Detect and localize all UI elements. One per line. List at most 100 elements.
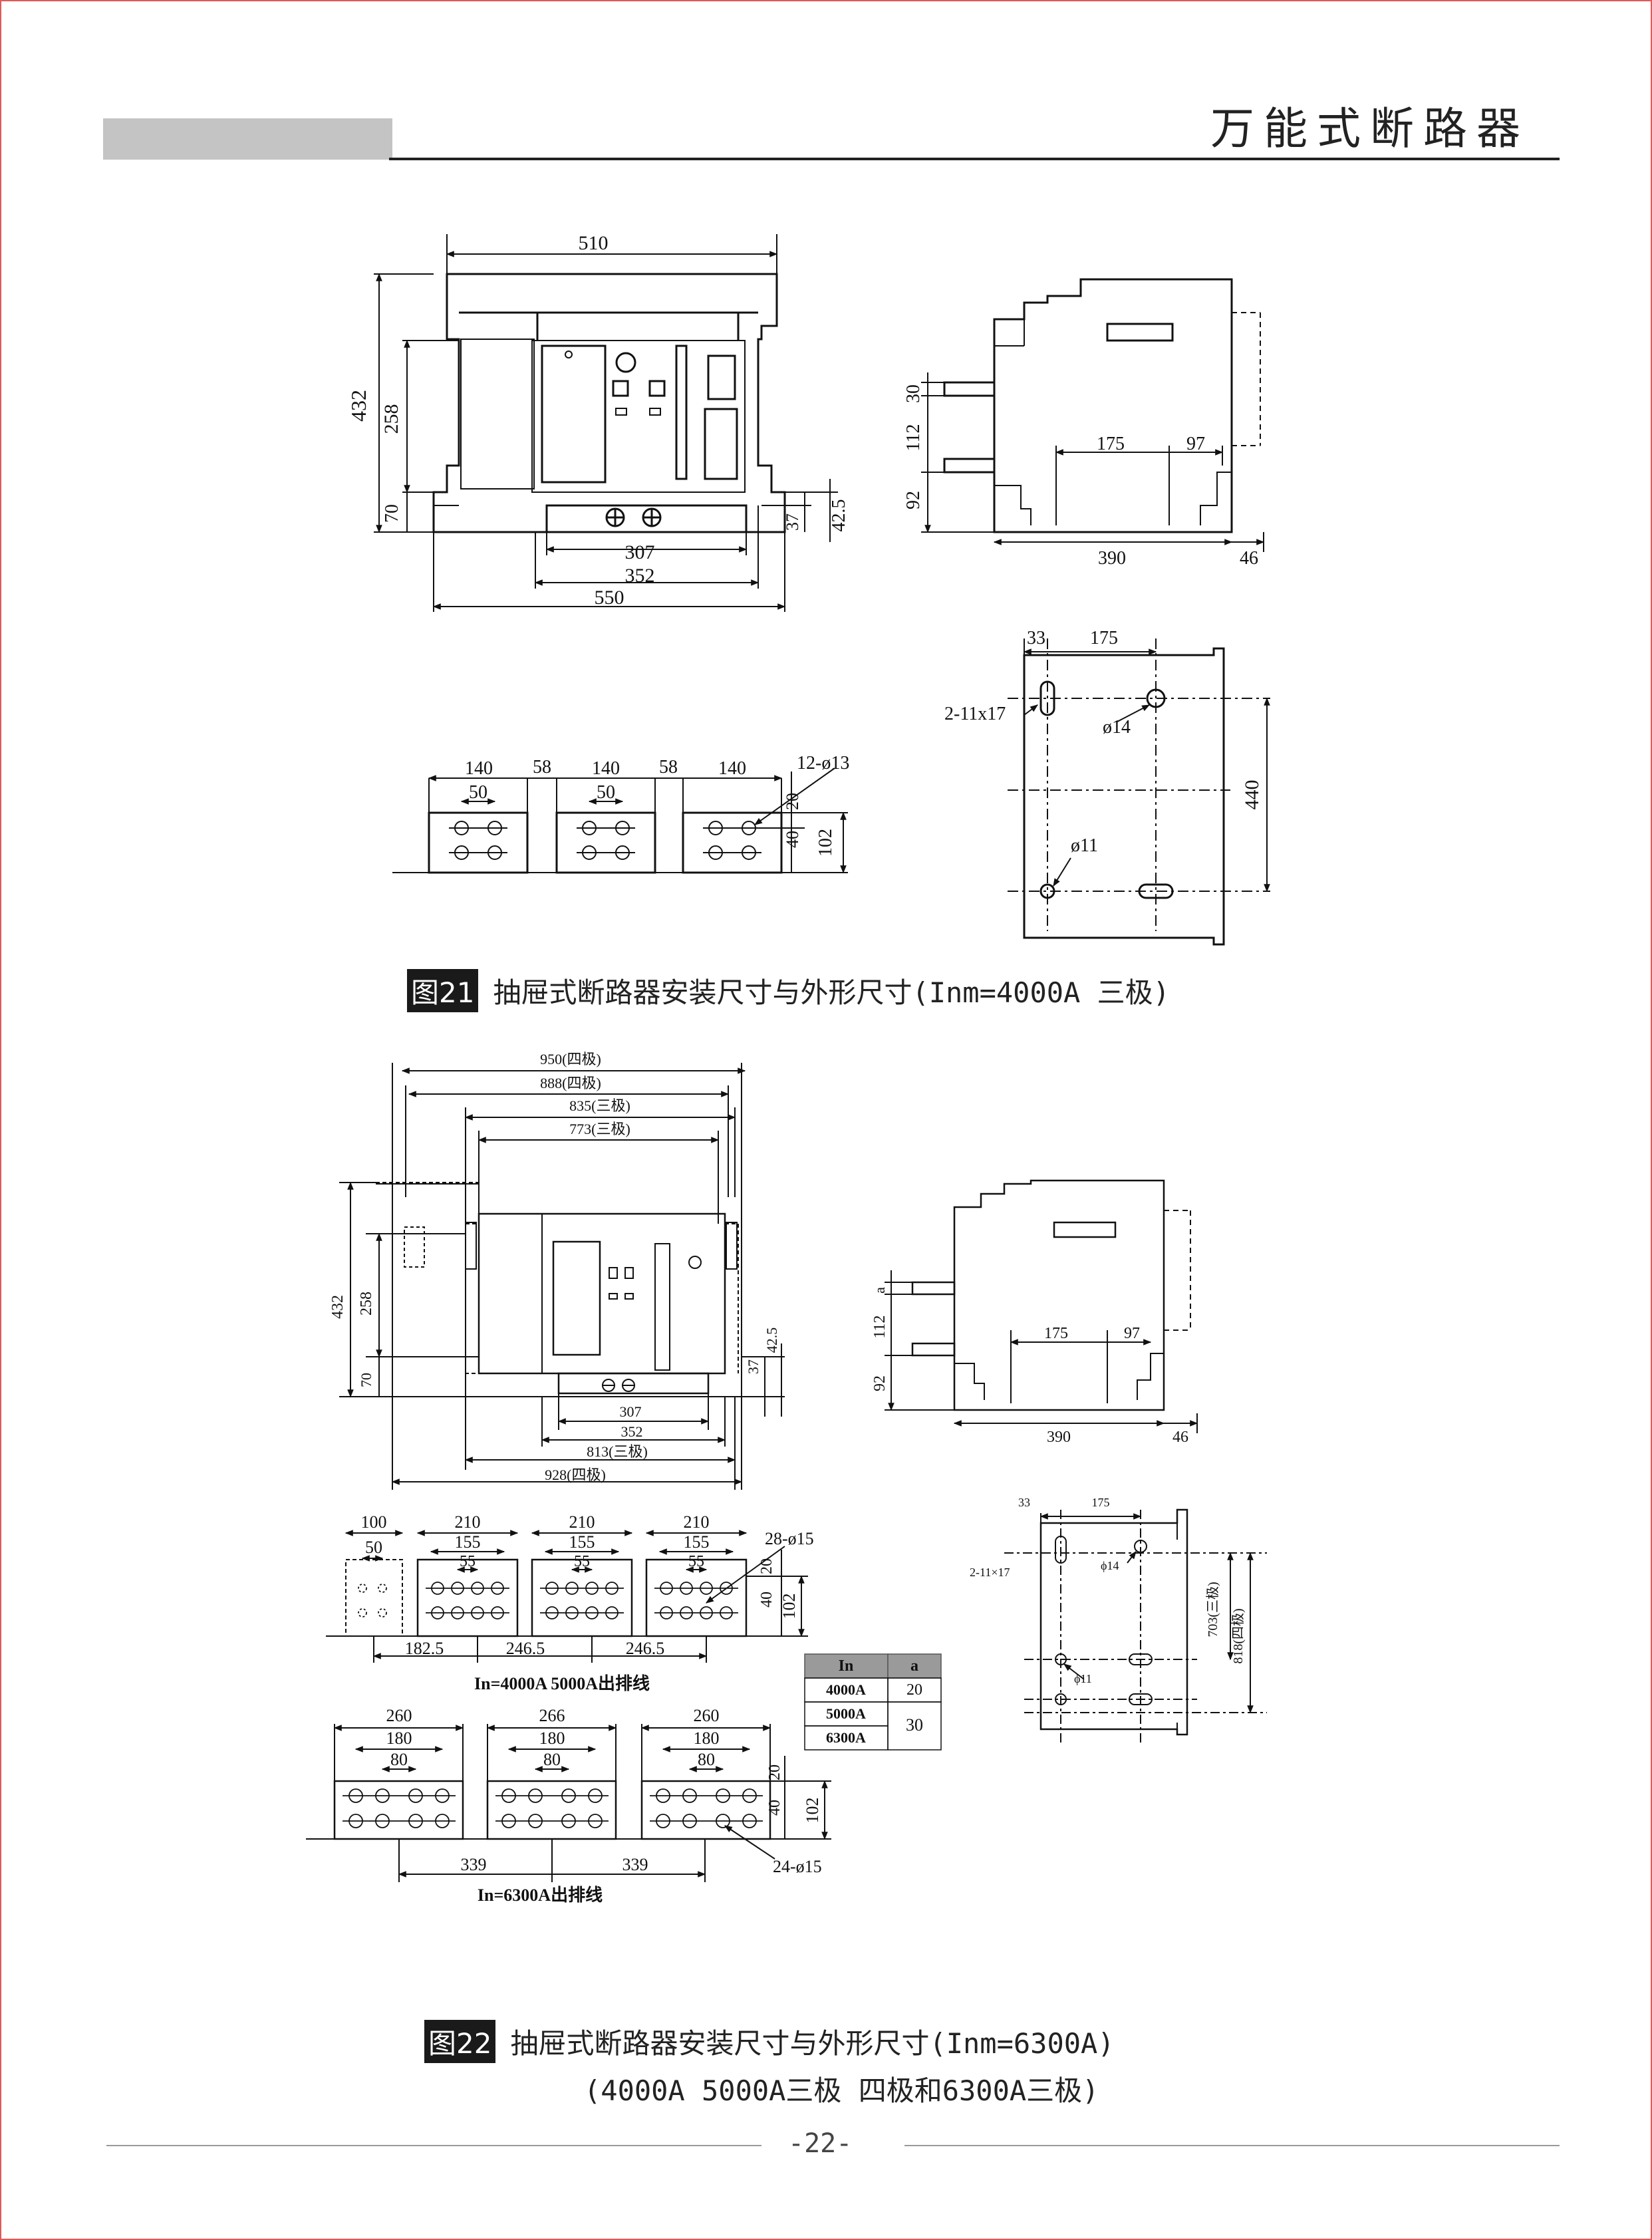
fig22-mount-dim-175: 175 — [1092, 1496, 1110, 1509]
fig22-dim-307: 307 — [620, 1403, 642, 1420]
fig21-mount-phi11: ø11 — [1071, 835, 1098, 856]
fig22-bus6-dim-260a: 260 — [386, 1706, 412, 1725]
fig22-side-dim-a: a — [871, 1287, 888, 1294]
fig22-dim-928: 928(四极) — [545, 1467, 606, 1483]
fig22-bus5-dim-182-5: 182.5 — [405, 1639, 444, 1658]
table-cell-4000a: 4000A — [826, 1681, 866, 1698]
fig21-side-view — [921, 278, 1265, 552]
fig22-mount-dim-703: 703(三极) — [1205, 1582, 1220, 1637]
fig21-term-dim-140c: 140 — [718, 758, 746, 779]
fig21-term-dim-50b: 50 — [597, 782, 615, 803]
fig22-busbar-4000-5000 — [326, 1530, 808, 1663]
fig22-dim-835: 835(三极) — [569, 1097, 630, 1114]
fig22-mount-dim-33: 33 — [1018, 1496, 1030, 1509]
fig22-bus6-dim-180c: 180 — [694, 1729, 720, 1748]
fig21-front-view — [374, 234, 838, 612]
fig21-dim-307: 307 — [625, 541, 655, 563]
fig22-bus5-dim-155a: 155 — [455, 1532, 481, 1552]
fig22-bus5-dim-246-5a: 246.5 — [506, 1639, 545, 1658]
fig21-dim-42-5: 42.5 — [829, 499, 849, 532]
fig21-term-dim-50a: 50 — [469, 782, 487, 803]
fig21-mount-dim-175: 175 — [1090, 628, 1118, 648]
fig22-dim-950: 950(四极) — [540, 1051, 601, 1067]
fig22-bus6-label: In=6300A出排线 — [478, 1886, 603, 1905]
fig21-term-dim-20: 20 — [783, 793, 802, 810]
fig22-bus5-dim-155c: 155 — [684, 1532, 710, 1552]
fig22-bus5-dim-210a: 210 — [455, 1512, 481, 1532]
fig22-bus6-dim-80a: 80 — [390, 1750, 408, 1769]
fig21-dim-70: 70 — [382, 504, 402, 523]
fig22-bus5-dim-55c: 55 — [688, 1553, 704, 1570]
fig22-bus5-dim-40: 40 — [758, 1592, 775, 1608]
fig22-bus6-dim-80c: 80 — [698, 1750, 715, 1769]
fig22-bus5-label: In=4000A 5000A出排线 — [474, 1674, 650, 1693]
header-gray-bar — [103, 118, 392, 160]
fig22-bus5-dim-50: 50 — [365, 1538, 382, 1557]
fig22-dim-352: 352 — [621, 1423, 643, 1440]
fig21-side-dim-92: 92 — [903, 491, 924, 509]
fig21-dim-258: 258 — [380, 404, 402, 434]
fig21-term-dim-58b: 58 — [659, 757, 678, 777]
figure22-caption: 图22 抽屉式断路器安装尺寸与外形尺寸(Inm=6300A) — [424, 2020, 1115, 2063]
fig22-dim-70: 70 — [358, 1373, 374, 1387]
fig22-front-view — [339, 1063, 785, 1490]
fig21-side-dim-46: 46 — [1240, 548, 1258, 569]
fig22-mount-dim-818: 818(四极) — [1230, 1608, 1246, 1663]
fig21-side-dim-97: 97 — [1186, 434, 1205, 454]
fig22-rating-table — [804, 1653, 942, 1750]
fig22-side-dim-92: 92 — [871, 1375, 889, 1391]
figure21-caption-text: 抽屉式断路器安装尺寸与外形尺寸(Inm=4000A 三极) — [493, 976, 1170, 1009]
fig22-mounting-view — [1004, 1508, 1267, 1743]
fig22-dim-258: 258 — [358, 1292, 375, 1316]
fig22-bus5-holes: 28-ø15 — [765, 1529, 814, 1548]
fig21-dim-510: 510 — [579, 232, 609, 254]
fig22-side-view — [885, 1179, 1198, 1433]
figure22-tag: 图22 — [424, 2020, 496, 2063]
fig21-mount-dim-440: 440 — [1241, 780, 1263, 810]
fig21-side-dim-30: 30 — [903, 384, 924, 403]
fig21-mount-phi14: ø14 — [1103, 717, 1131, 738]
fig21-mounting-view — [1008, 638, 1270, 946]
fig22-side-dim-46: 46 — [1172, 1429, 1188, 1446]
fig22-side-dim-175: 175 — [1044, 1325, 1068, 1342]
fig22-bus6-dim-339b: 339 — [622, 1855, 648, 1874]
fig22-dim-37: 37 — [745, 1359, 761, 1374]
fig22-bus6-dim-266: 266 — [539, 1706, 565, 1725]
fig22-bus5-dim-20: 20 — [758, 1558, 775, 1574]
footer-rule-left — [106, 2145, 761, 2146]
fig21-term-dim-58a: 58 — [533, 757, 551, 777]
fig22-bus6-dim-40: 40 — [766, 1800, 783, 1816]
fig21-dim-432: 432 — [346, 390, 370, 422]
table-cell-30: 30 — [906, 1715, 923, 1735]
table-header-in: In — [839, 1657, 854, 1675]
fig22-bus5-dim-210c: 210 — [684, 1512, 710, 1532]
fig21-dim-550: 550 — [595, 587, 624, 609]
fig21-term-dim-40: 40 — [783, 831, 802, 848]
table-cell-6300a: 6300A — [826, 1729, 866, 1746]
fig22-bus5-dim-210b: 210 — [569, 1512, 595, 1532]
fig22-mount-slot: 2-11×17 — [970, 1566, 1010, 1579]
fig22-bus6-dim-20: 20 — [766, 1764, 783, 1780]
fig21-dim-37: 37 — [783, 513, 802, 531]
table-cell-5000a: 5000A — [826, 1705, 866, 1722]
table-header-a: a — [910, 1657, 918, 1675]
fig21-mount-dim-33: 33 — [1027, 628, 1045, 648]
fig22-bus5-dim-55b: 55 — [574, 1553, 590, 1570]
fig22-bus6-dim-339a: 339 — [461, 1855, 487, 1874]
fig22-bus6-dim-80b: 80 — [543, 1750, 561, 1769]
fig22-side-dim-97: 97 — [1124, 1325, 1140, 1342]
fig22-dim-813: 813(三极) — [587, 1443, 648, 1460]
fig22-bus6-dim-180a: 180 — [386, 1729, 412, 1748]
fig21-side-dim-390: 390 — [1098, 548, 1126, 569]
fig22-bus6-dim-102: 102 — [803, 1798, 822, 1824]
fig22-mount-phi14: ϕ14 — [1101, 1559, 1119, 1572]
fig22-bus5-dim-246-5b: 246.5 — [626, 1639, 665, 1658]
fig21-mount-slot: 2-11x17 — [944, 704, 1006, 724]
header-rule — [389, 158, 1560, 160]
fig21-terminal-view — [392, 768, 848, 874]
figure22-caption-line2: (4000A 5000A三极 四极和6300A三极) — [584, 2074, 1099, 2107]
figure22-caption-text: 抽屉式断路器安装尺寸与外形尺寸(Inm=6300A) — [510, 2027, 1115, 2060]
